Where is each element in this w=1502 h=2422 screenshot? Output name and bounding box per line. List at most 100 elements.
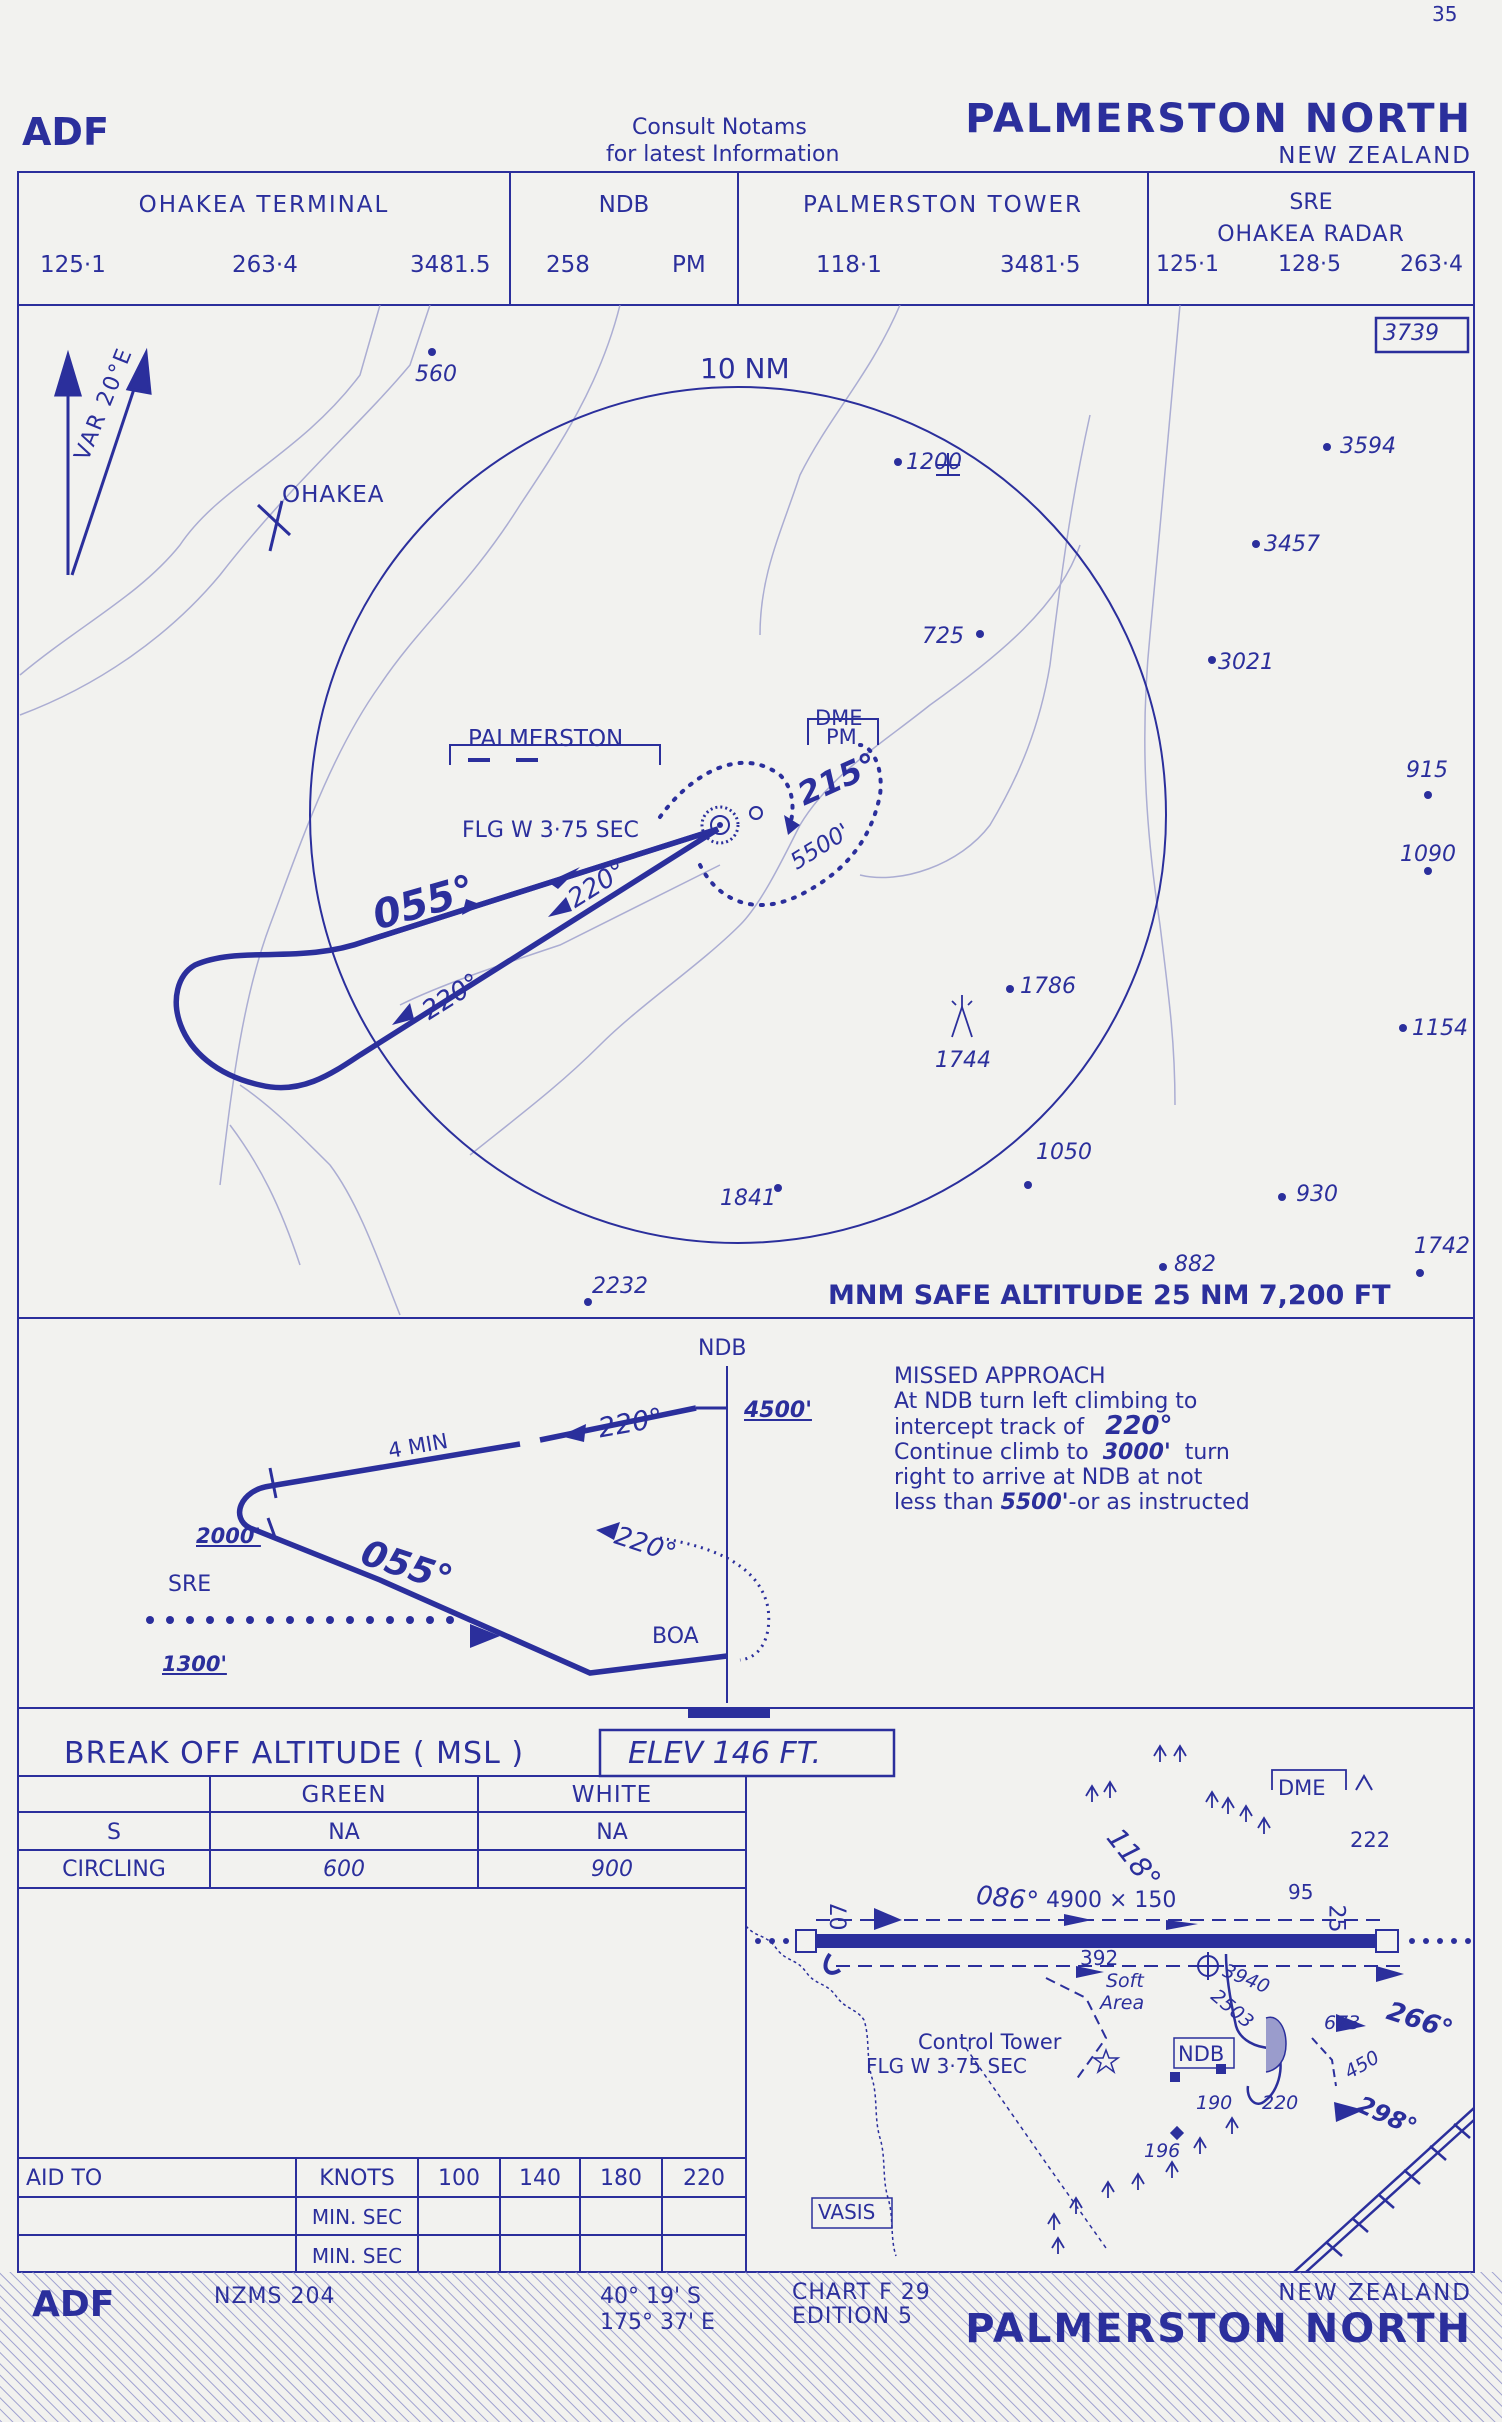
spot-height: 1786 bbox=[1020, 974, 1076, 999]
heading-086: 086° bbox=[974, 1880, 1041, 1918]
soft-area-label: Area bbox=[1100, 1992, 1145, 2014]
page-number: 35 bbox=[1432, 2, 1458, 26]
obstacle-icon bbox=[936, 453, 960, 476]
track-arrow bbox=[548, 897, 572, 917]
freq-ndb-1: 258 bbox=[546, 252, 590, 278]
boa-row-green: NA bbox=[328, 1820, 360, 1845]
track-arrow bbox=[392, 1003, 414, 1025]
notice-line-2: for latest Information bbox=[606, 142, 840, 167]
river bbox=[759, 305, 901, 636]
missed-approach-alt: 3000' bbox=[1102, 1440, 1171, 1465]
missed-approach-line: intercept track of bbox=[894, 1415, 1085, 1440]
track-arrow bbox=[462, 899, 482, 915]
ohakea-aerodrome-icon bbox=[256, 500, 292, 552]
palmerston-label: PALMERSTON bbox=[468, 726, 624, 752]
missed-approach-line: right to arrive at NDB at not bbox=[894, 1465, 1203, 1490]
profile-sre-label: SRE bbox=[168, 1572, 212, 1597]
footer-title: PALMERSTON NORTH bbox=[965, 2306, 1472, 2352]
river bbox=[229, 1124, 301, 1266]
freq-terminal-2: 263·4 bbox=[232, 252, 298, 278]
timing-speed: 220 bbox=[683, 2166, 725, 2191]
missed-approach-line: Continue climb to bbox=[894, 1440, 1089, 1465]
freq-tower-1: 118·1 bbox=[816, 252, 882, 278]
spot-height: 915 bbox=[1406, 758, 1448, 783]
spot-height: 3594 bbox=[1340, 434, 1396, 459]
river bbox=[399, 864, 721, 1006]
timing-speed: 180 bbox=[600, 2166, 642, 2191]
timing-speed: 100 bbox=[438, 2166, 480, 2191]
procedure-track bbox=[173, 826, 720, 1091]
timing-speed: 140 bbox=[519, 2166, 561, 2191]
missed-approach-line: At NDB turn left climbing to bbox=[894, 1389, 1198, 1414]
spot-height: 3021 bbox=[1218, 650, 1274, 675]
boa-col-white: WHITE bbox=[571, 1782, 653, 1808]
aerodrome-dme-elev: 222 bbox=[1350, 1828, 1391, 1852]
freq-sre-radar: OHAKEA RADAR bbox=[1217, 222, 1405, 247]
freq-ndb-ident: PM bbox=[672, 252, 706, 278]
spot-height: 1050 bbox=[1036, 1140, 1092, 1165]
vasis-label: VASIS bbox=[818, 2200, 876, 2224]
range-ring-10nm bbox=[309, 386, 1167, 1244]
light-beacon-label: FLG W 3·75 SEC bbox=[462, 818, 639, 843]
control-tower-icon bbox=[1091, 2047, 1121, 2075]
runway-dimensions: 4900 × 150 bbox=[1046, 1888, 1177, 1913]
boa-row-label: CIRCLING bbox=[62, 1857, 166, 1882]
river bbox=[1144, 305, 1181, 1106]
profile-alt-4500: 4500' bbox=[744, 1398, 812, 1423]
freq-ndb-label: NDB bbox=[598, 192, 650, 218]
profile-alt-1300: 1300' bbox=[162, 1652, 227, 1676]
missed-approach-line: less than bbox=[894, 1490, 994, 1515]
footer-latitude: 40° 19' S bbox=[600, 2284, 701, 2309]
spot-height: 1200 bbox=[906, 450, 962, 475]
boa-row-green: 600 bbox=[323, 1857, 365, 1882]
boa-title: BREAK OFF ALTITUDE ( MSL ) bbox=[64, 1736, 525, 1771]
footer-approach-type: ADF bbox=[32, 2284, 115, 2325]
railway bbox=[1293, 2107, 1474, 2272]
footer-nzms: NZMS 204 bbox=[214, 2284, 336, 2309]
river bbox=[239, 1084, 401, 1316]
boa-row-label: S bbox=[107, 1820, 121, 1845]
terrain-contour bbox=[19, 305, 381, 676]
timing-knots-label: KNOTS bbox=[319, 2166, 395, 2191]
river bbox=[219, 305, 621, 1186]
notice-line-1: Consult Notams bbox=[632, 115, 807, 140]
ndb-symbol bbox=[700, 805, 763, 845]
aerodrome-dme-label: DME bbox=[1278, 1776, 1326, 1800]
footer-longitude: 175° 37' E bbox=[600, 2310, 715, 2335]
minimum-safe-altitude: MNM SAFE ALTITUDE 25 NM 7,200 FT bbox=[828, 1280, 1391, 1311]
distance-673: 673 bbox=[1324, 2012, 1361, 2034]
control-tower-label: Control Tower bbox=[918, 2030, 1062, 2054]
freq-tower-label: PALMERSTON TOWER bbox=[803, 192, 1083, 218]
missed-approach-text: MISSED APPROACH At NDB turn left climbin… bbox=[894, 1364, 1250, 1515]
plan-view bbox=[19, 305, 1432, 1316]
river bbox=[469, 544, 1081, 1156]
profile-boa-label: BOA bbox=[652, 1624, 699, 1649]
spot-height: 1154 bbox=[1412, 1016, 1468, 1041]
dme-ident: PM bbox=[826, 725, 857, 749]
tower-light-label: FLG W 3·75 SEC bbox=[866, 2054, 1027, 2078]
footer-country: NEW ZEALAND bbox=[1278, 2280, 1472, 2306]
missed-approach-alt: 5500' bbox=[1000, 1490, 1069, 1515]
profile-ndb-label: NDB bbox=[698, 1336, 747, 1361]
terrain-contour bbox=[19, 305, 431, 716]
spot-height: 560 bbox=[415, 362, 457, 387]
boa-row-white: 900 bbox=[591, 1857, 633, 1882]
runway-25-label: 25 bbox=[1323, 1904, 1349, 1933]
mast-icon bbox=[951, 995, 973, 1038]
header-approach-type: ADF bbox=[22, 110, 109, 154]
freq-terminal-3: 3481.5 bbox=[410, 252, 491, 278]
ohakea-label: OHAKEA bbox=[282, 482, 385, 508]
soft-area-label: Soft bbox=[1106, 1970, 1144, 1992]
freq-terminal-label: OHAKEA TERMINAL bbox=[138, 192, 390, 218]
elev-95: 95 bbox=[1288, 1880, 1314, 1904]
footer-edition: EDITION 5 bbox=[792, 2304, 914, 2329]
profile-alt-2000: 2000' bbox=[196, 1524, 261, 1548]
runway-07-label: 07 bbox=[827, 1902, 853, 1931]
spot-height: 3457 bbox=[1264, 532, 1320, 557]
spot-height: 882 bbox=[1174, 1252, 1216, 1277]
spot-height: 930 bbox=[1296, 1182, 1338, 1207]
elev-220: 220 bbox=[1262, 2092, 1299, 2114]
freq-sre-3: 263·4 bbox=[1400, 252, 1463, 277]
true-north-arrow bbox=[53, 349, 83, 397]
